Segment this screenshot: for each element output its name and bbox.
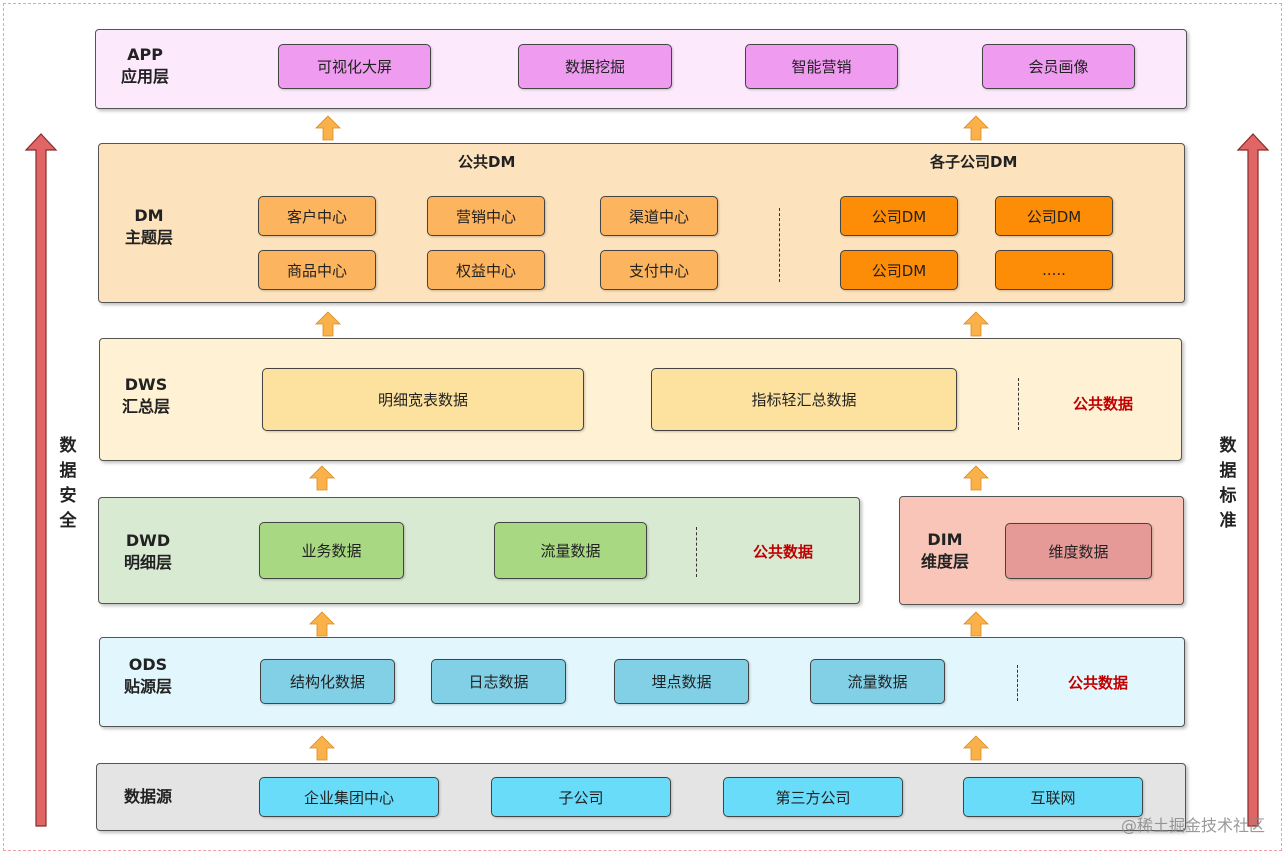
dim-item-dimension: 维度数据 [1005,523,1152,579]
ods-item-log: 日志数据 [431,659,566,704]
dm-company-item: 公司DM [840,250,958,290]
dm-item-payment: 支付中心 [600,250,718,290]
dws-item-wide-table: 明细宽表数据 [262,368,584,431]
ods-item-structured: 结构化数据 [260,659,395,704]
dws-layer-label: DWS 汇总层 [121,375,170,416]
up-arrow-icon [309,465,335,491]
dws-separator [1018,378,1019,430]
dim-layer-label: DIM 维度层 [920,530,969,571]
data-standard-arrow-icon [1236,133,1270,827]
data-standard-label: 数据标准 [1219,436,1237,531]
dm-company-item: 公司DM [840,196,958,236]
app-layer-label: APP 应用层 [120,45,169,86]
dws-item-light-summary: 指标轻汇总数据 [651,368,957,431]
source-layer-label: 数据源 [123,787,172,806]
data-security-label: 数据安全 [59,436,77,531]
data-security-arrow-icon [24,133,58,827]
dm-company-title: 各子公司DM [930,153,1018,171]
dm-company-item: 公司DM [995,196,1113,236]
dm-separator [779,208,780,282]
dm-company-item-more: ..... [995,250,1113,290]
app-item-visual-screen: 可视化大屏 [278,44,431,89]
dwd-layer [98,497,860,604]
dm-item-product: 商品中心 [258,250,376,290]
app-item-smart-marketing: 智能营销 [745,44,898,89]
watermark: @稀土掘金技术社区 [1120,816,1265,835]
up-arrow-icon [315,115,341,141]
up-arrow-icon [963,611,989,637]
dm-item-rights: 权益中心 [427,250,545,290]
dws-public-note: 公共数据 [1073,395,1134,413]
up-arrow-icon [309,611,335,637]
ods-item-traffic: 流量数据 [810,659,945,704]
dwd-item-business: 业务数据 [259,522,404,579]
dm-item-marketing: 营销中心 [427,196,545,236]
ods-item-tracking: 埋点数据 [614,659,749,704]
dm-layer-label: DM 主题层 [124,206,173,247]
dwd-separator [696,527,697,577]
ods-separator [1017,665,1018,701]
ods-layer-label: ODS 贴源层 [123,655,172,696]
source-item-third-party: 第三方公司 [723,777,903,817]
up-arrow-icon [963,735,989,761]
dm-item-customer: 客户中心 [258,196,376,236]
app-item-member-profile: 会员画像 [982,44,1135,89]
ods-public-note: 公共数据 [1068,674,1129,692]
dwd-layer-label: DWD 明细层 [123,531,172,572]
up-arrow-icon [309,735,335,761]
source-item-internet: 互联网 [963,777,1143,817]
dm-item-channel: 渠道中心 [600,196,718,236]
outer-frame [3,3,1282,851]
up-arrow-icon [963,465,989,491]
app-item-data-mining: 数据挖掘 [518,44,672,89]
up-arrow-icon [963,115,989,141]
up-arrow-icon [315,311,341,337]
dwd-item-traffic: 流量数据 [494,522,647,579]
dws-layer [99,338,1182,461]
up-arrow-icon [963,311,989,337]
source-item-group-center: 企业集团中心 [259,777,439,817]
source-item-subsidiary: 子公司 [491,777,671,817]
dwd-public-note: 公共数据 [753,543,814,561]
dm-public-title: 公共DM [458,153,516,171]
